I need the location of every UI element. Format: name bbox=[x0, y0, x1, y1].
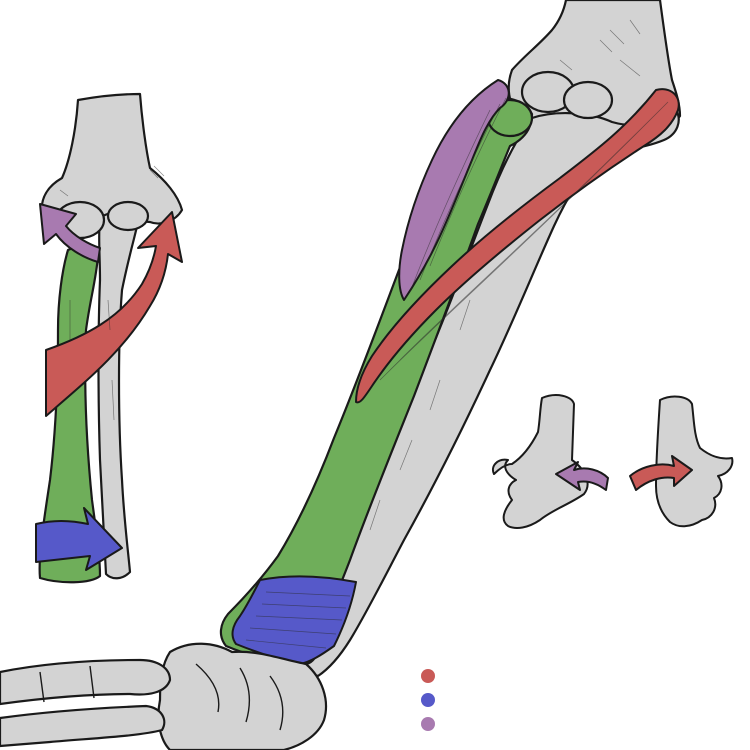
main-forearm-diagram bbox=[219, 0, 682, 678]
small-ulna bbox=[97, 211, 140, 580]
hand-purple-arrow bbox=[555, 461, 609, 491]
carpal-outlines bbox=[39, 663, 284, 731]
wrist-carpals bbox=[157, 642, 328, 750]
hand-rotation-icons bbox=[492, 394, 734, 529]
right-hand-palm bbox=[655, 395, 734, 528]
main-capitulum bbox=[562, 80, 614, 120]
color-legend bbox=[421, 669, 435, 731]
main-muscle-fibers bbox=[245, 97, 669, 649]
small-red-arrow bbox=[45, 211, 183, 417]
main-supinator-muscle bbox=[355, 88, 680, 404]
finger-bone-upper bbox=[0, 658, 172, 706]
wrist-hand-bones bbox=[0, 642, 328, 750]
small-forearm-diagram bbox=[35, 92, 184, 584]
small-bone-hatching bbox=[59, 165, 165, 421]
small-purple-arrow bbox=[39, 203, 101, 263]
legend-dot-blue bbox=[421, 693, 435, 707]
main-pronator-teres bbox=[398, 79, 510, 301]
legend-dot-purple bbox=[421, 717, 435, 731]
small-humerus bbox=[40, 92, 184, 225]
finger-bone-lower bbox=[0, 704, 166, 748]
small-blue-arrow bbox=[35, 507, 123, 571]
legend-dot-red bbox=[421, 669, 435, 683]
left-hand-palm bbox=[492, 394, 589, 529]
main-bone-hatching bbox=[369, 19, 641, 531]
small-capitulum bbox=[106, 200, 150, 232]
hand-red-arrow bbox=[629, 455, 693, 491]
